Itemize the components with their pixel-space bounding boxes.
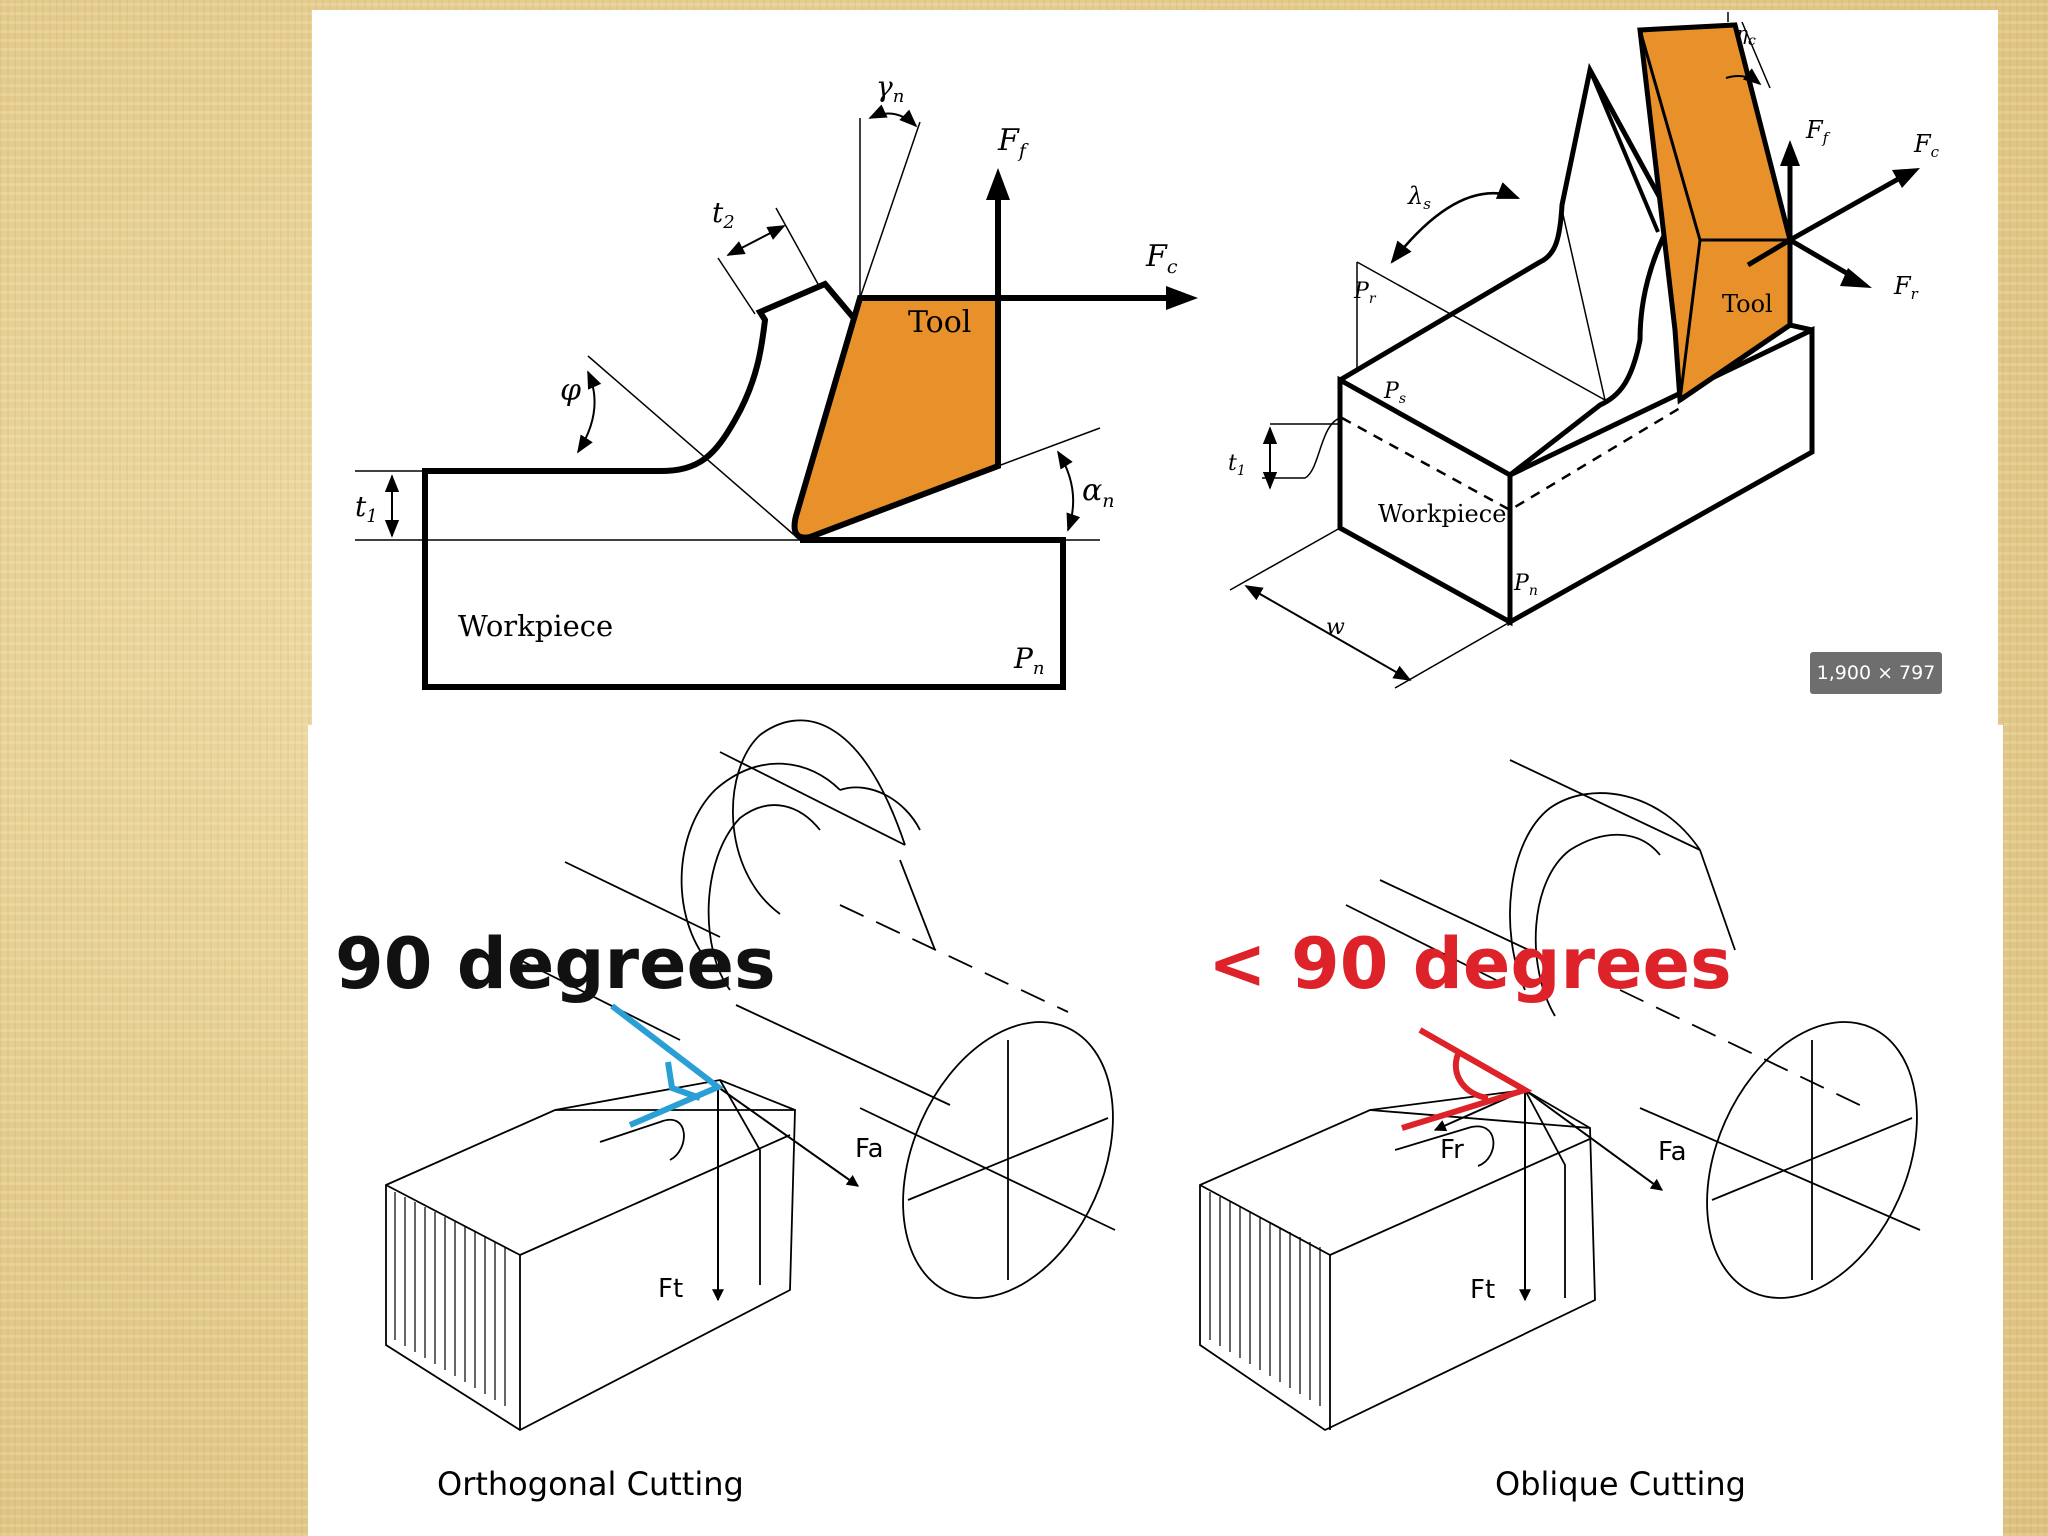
t2-subscript: 2 [722,212,734,233]
orthogonal-heading: 90 degrees [335,923,776,1005]
orthogonal-2d-labels: Tool Workpiece γn Ff Fc t2 t1 φ αn Pn [355,70,1178,679]
ff-label-3d: F [1805,116,1824,144]
ff-label: F [997,123,1020,158]
w-label: w [1326,615,1345,640]
alpha-subscript: n [1102,490,1114,512]
svg-text:t1: t1 [1228,451,1246,479]
tool-block [385,1109,796,1432]
fc-label: F [1145,239,1168,274]
tool-shape [791,295,1001,541]
ft-label-oblique: Ft [1470,1275,1495,1305]
pn-subscript-3d: n [1529,583,1538,599]
image-size-badge: 1,900 × 797 [1810,652,1942,694]
oblique-caption: Oblique Cutting [1495,1465,1746,1503]
orthogonal-caption: Orthogonal Cutting [437,1465,744,1503]
hatch-lines [394,1192,506,1406]
ff-subscript-3d: f [1822,129,1831,147]
oblique-3d-labels: Tool Workpiece ηc λs Ff Fc Fr Pr Ps Pn t… [1228,21,1940,640]
fa-label-oblique: Fa [1658,1137,1687,1167]
svg-text:Fc: Fc [1913,130,1940,161]
workpiece-label-3d: Workpiece [1378,500,1506,528]
svg-text:Ff: Ff [1805,116,1831,147]
svg-text:Pn: Pn [1513,571,1538,599]
t2-label: t [712,196,724,229]
ps-subscript: s [1399,391,1406,407]
lambda-label: λ [1407,182,1423,210]
pr-subscript: r [1369,291,1377,307]
fc-label-3d: F [1913,130,1932,158]
fr-label-oblique: Fr [1440,1135,1464,1165]
svg-text:Pr: Pr [1353,279,1377,307]
workpiece-outline [422,471,1066,690]
ff-subscript: f [1017,140,1029,162]
svg-text:Pn: Pn [1013,642,1044,679]
t1-subscript-3d: 1 [1237,463,1246,479]
svg-text:ηc: ηc [1736,21,1756,49]
ft-label: Ft [658,1274,683,1304]
oblique-heading: < 90 degrees [1208,923,1732,1005]
svg-text:Ff: Ff [997,123,1029,162]
svg-text:αn: αn [1082,473,1115,512]
svg-text:t2: t2 [712,196,735,233]
svg-text:γn: γn [876,70,904,107]
phi-label: φ [560,373,581,408]
tool-label-3d: Tool [1722,290,1773,318]
oblique-iso-labels: < 90 degrees Fa Fr Ft Oblique Cutting [1208,923,1746,1503]
orthogonal-iso-labels: 90 degrees Fa Ft Orthogonal Cutting [335,923,884,1503]
right-angle-marker [610,1003,724,1128]
t1-label: t [355,490,367,523]
hatch-lines-oblique [1209,1192,1321,1406]
pn-subscript: n [1033,658,1045,679]
svg-text:λs: λs [1407,182,1431,213]
t1-label-3d: t [1228,451,1237,476]
gamma-subscript: n [893,86,905,107]
oblique-iso-diagram [1199,759,1921,1432]
eta-label: η [1736,21,1748,45]
pn-label-3d: P [1513,571,1530,596]
fr-label-3d: F [1893,272,1912,300]
lambda-subscript: s [1423,195,1431,213]
pn-label: P [1013,642,1034,675]
fc-subscript: c [1167,256,1178,278]
ps-label: P [1383,379,1400,404]
oblique-3d-diagram [1229,12,1920,689]
fa-label: Fa [855,1134,884,1164]
acute-angle-marker [1401,1027,1533,1131]
svg-text:t1: t1 [355,490,378,527]
fr-subscript-3d: r [1911,285,1919,303]
chip-outline [422,280,860,540]
svg-text:Ps: Ps [1383,379,1406,407]
gamma-label: γ [876,70,893,103]
alpha-label: α [1082,473,1102,508]
t1-subscript: 1 [366,506,377,527]
tool-block-oblique [1199,1109,1596,1432]
pr-label: P [1353,279,1370,304]
fc-subscript-3d: c [1931,143,1940,161]
workpiece-label: Workpiece [458,609,613,643]
svg-text:Fc: Fc [1145,239,1178,278]
orthogonal-2d-diagram [355,104,1198,690]
tool-label: Tool [908,305,971,340]
eta-subscript: c [1748,33,1756,49]
orthogonal-iso-diagram [385,719,1116,1432]
svg-text:Fr: Fr [1893,272,1919,303]
